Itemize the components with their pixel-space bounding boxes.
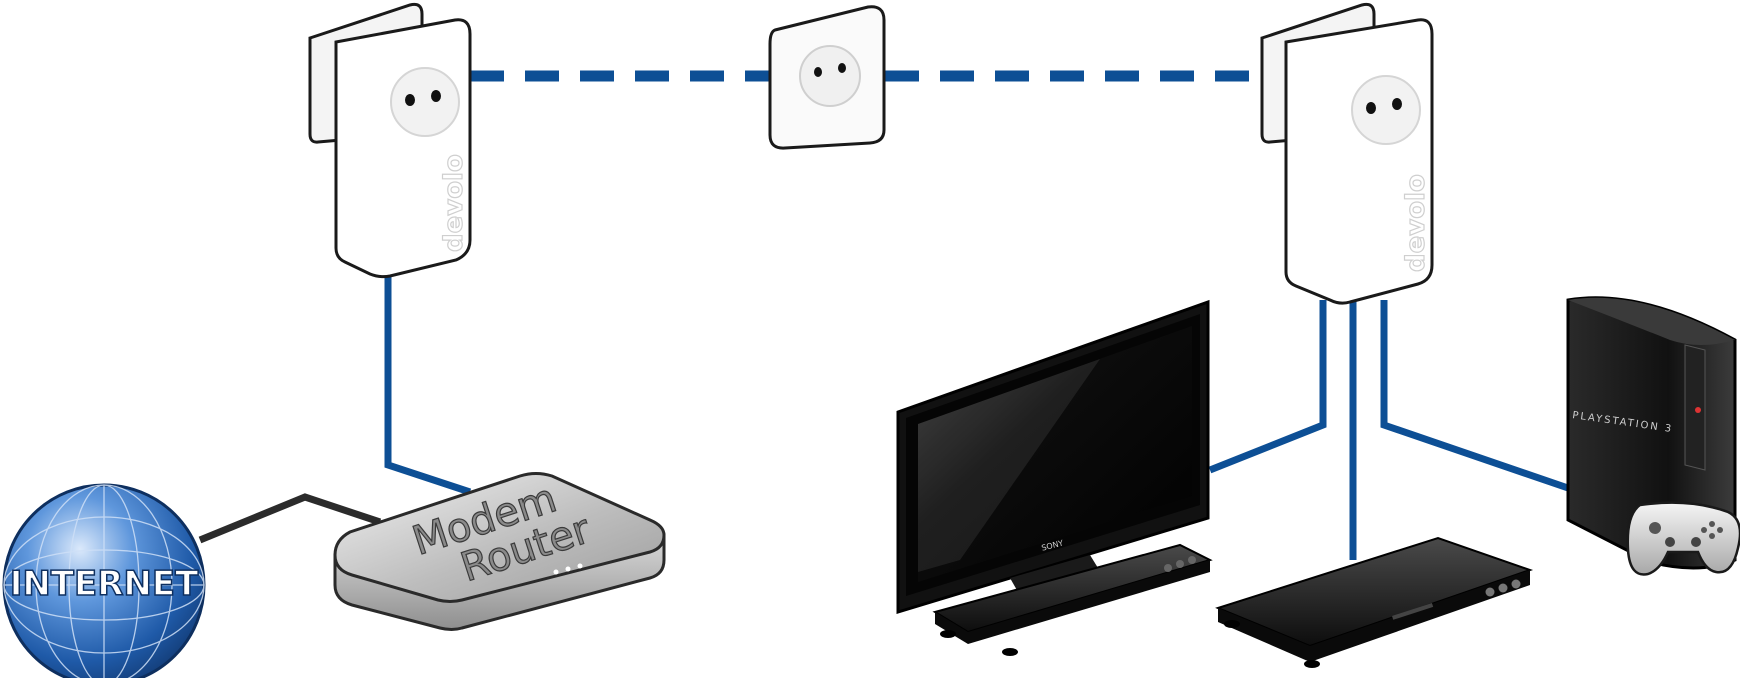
lan-cable-console	[1380, 300, 1570, 492]
powerline-adapter-left: devolo	[308, 2, 472, 279]
game-console: PLAYSTATION 3	[1566, 296, 1737, 570]
internet-globe: INTERNET	[2, 483, 206, 682]
modem-router: Modem Router	[333, 472, 666, 631]
television: SONY	[896, 299, 1213, 656]
lan-cables	[384, 272, 1570, 560]
internet-label: INTERNET	[10, 564, 199, 604]
game-controller	[1626, 501, 1740, 576]
media-player	[1215, 536, 1534, 668]
adapter-right-brand: devolo	[1401, 174, 1431, 272]
wall-socket	[768, 5, 886, 150]
lan-cable-tv	[1208, 300, 1327, 474]
lan-cable-router	[384, 272, 472, 496]
dsl-cable	[198, 493, 382, 544]
powerline-adapter-right: devolo	[1260, 2, 1434, 305]
adapter-left-brand: devolo	[439, 154, 469, 252]
